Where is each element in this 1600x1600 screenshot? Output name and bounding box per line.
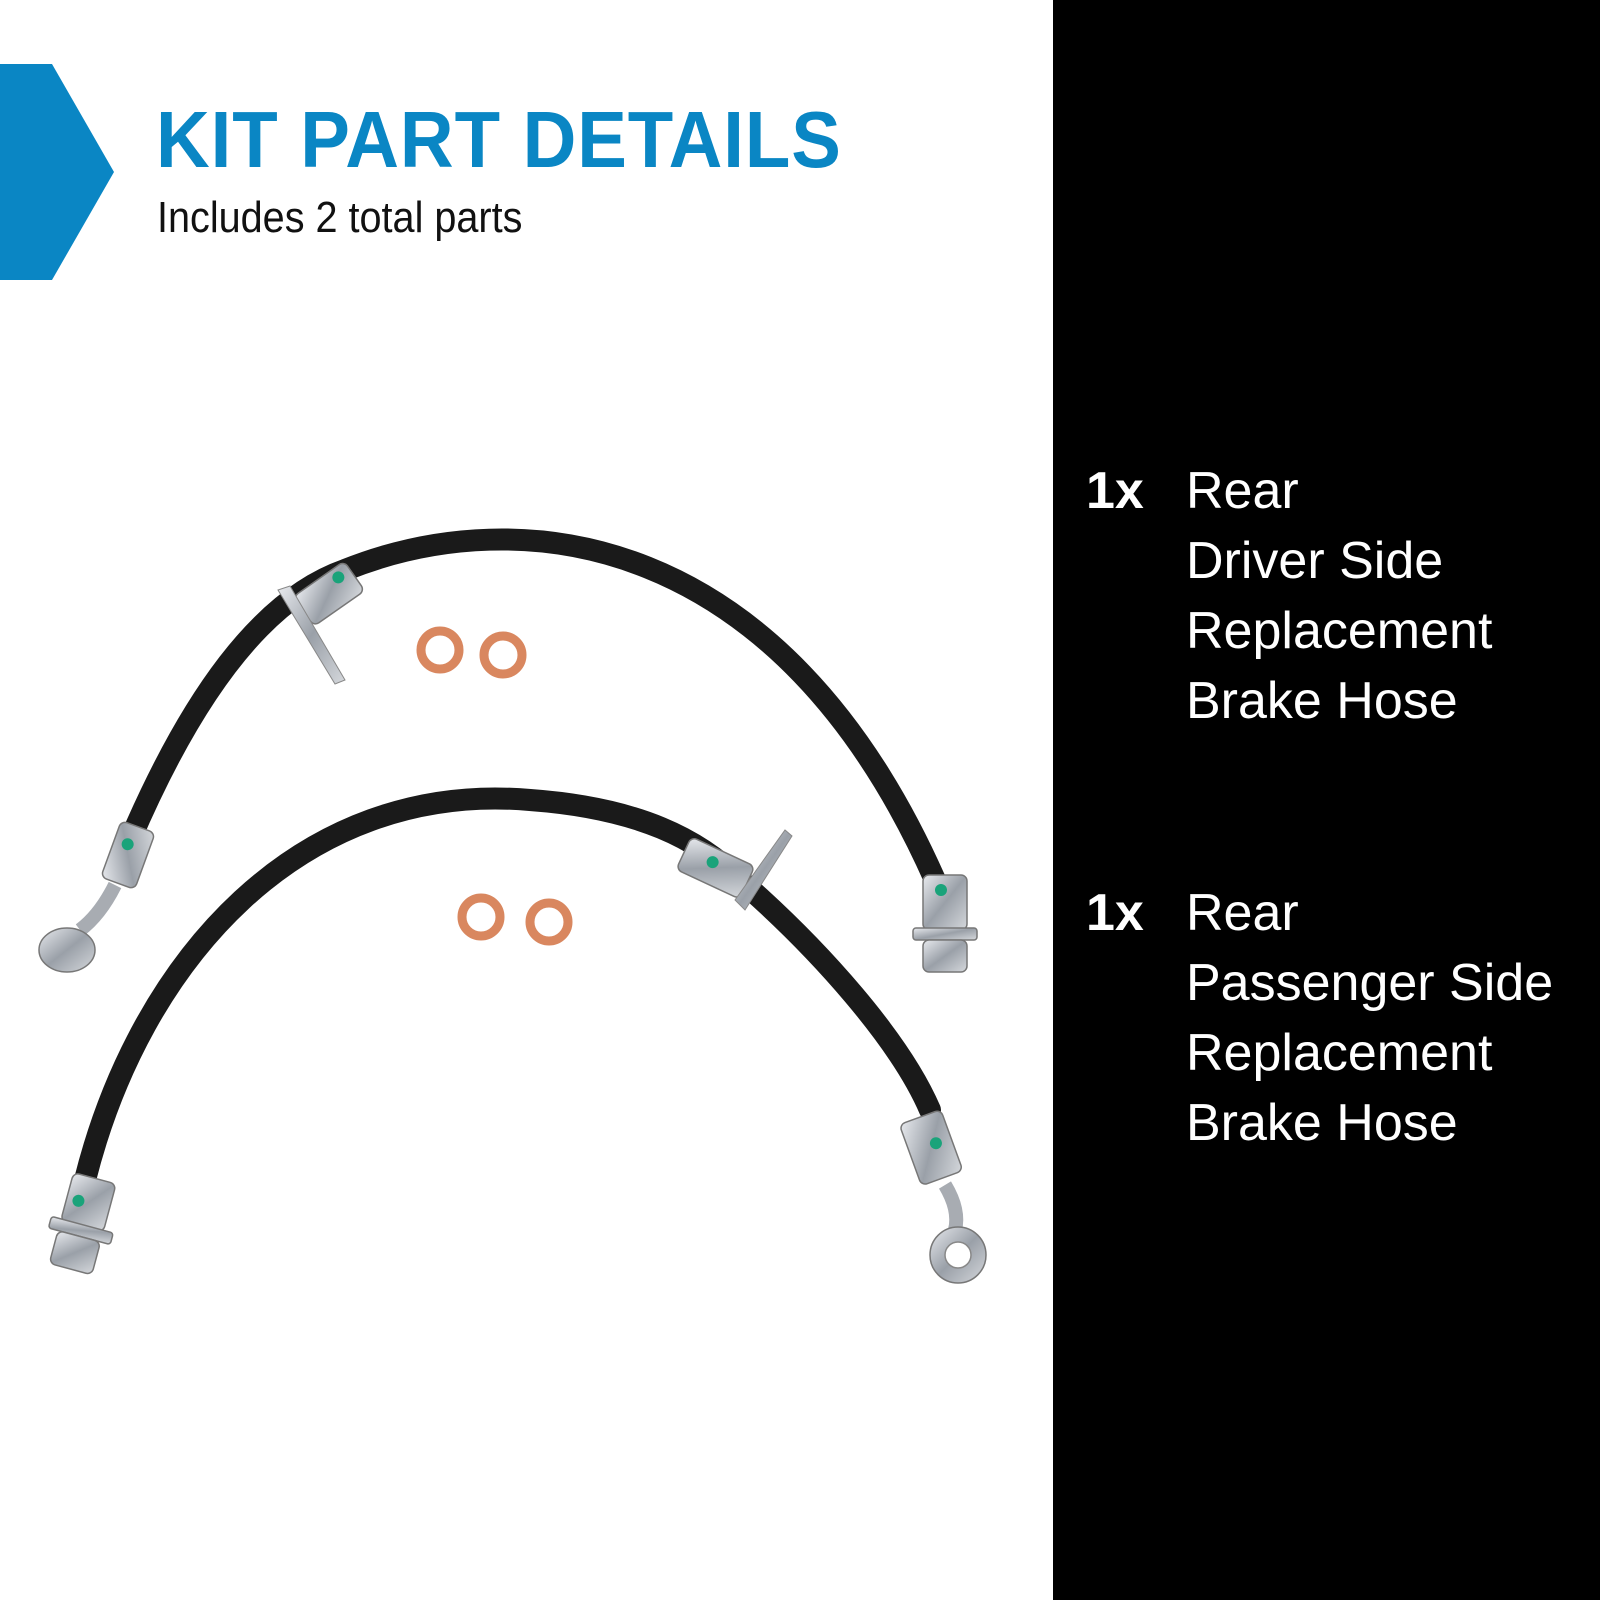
part-quantity: 1x: [1086, 884, 1144, 942]
copper-washers: [416, 626, 573, 946]
product-image: [38, 528, 987, 1284]
brake-hose-driver-side: [38, 528, 978, 973]
part-line: Replacement: [1186, 602, 1493, 660]
page-title: KIT PART DETAILS: [156, 95, 842, 184]
part-line: Replacement: [1186, 1024, 1493, 1082]
part-description: Rear Driver Side Replacement Brake Hose: [1186, 456, 1492, 736]
part-description: Rear Passenger Side Replacement Brake Ho…: [1186, 878, 1553, 1158]
part-line: Brake Hose: [1186, 1094, 1458, 1152]
part-quantity: 1x: [1086, 462, 1144, 520]
part-line: Brake Hose: [1186, 672, 1458, 730]
chevron-icon: [0, 64, 114, 280]
part-line: Passenger Side: [1186, 954, 1554, 1012]
part-line: Rear: [1186, 462, 1299, 520]
brake-hose-passenger-side: [48, 787, 987, 1284]
left-panel: KIT PART DETAILS Includes 2 total parts: [0, 64, 987, 1284]
part-line: Driver Side: [1186, 532, 1444, 590]
right-panel: [1053, 0, 1600, 1600]
page-subtitle: Includes 2 total parts: [157, 193, 523, 242]
part-line: Rear: [1186, 884, 1299, 942]
